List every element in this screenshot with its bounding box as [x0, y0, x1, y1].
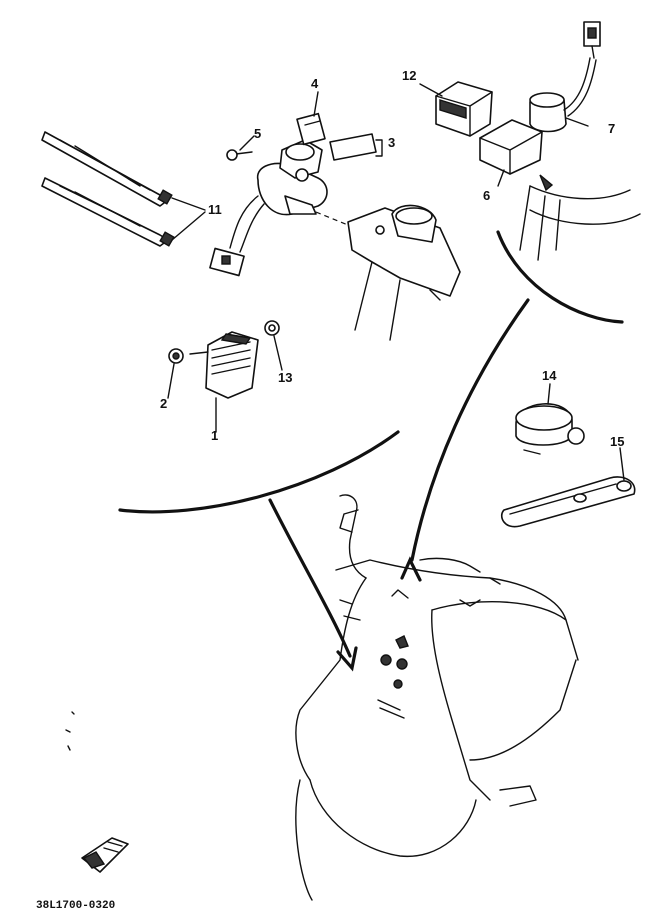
part-11-cable-ties[interactable]	[41, 131, 206, 247]
callout-3: 3	[388, 135, 395, 150]
part-2-bolt[interactable]	[168, 348, 184, 364]
part-6-cover[interactable]	[479, 119, 543, 175]
callout-13: 13	[278, 370, 292, 385]
diagram-code: 38L1700-0320	[36, 900, 115, 912]
callout-7: 7	[608, 121, 615, 136]
part-14-horn[interactable]	[515, 403, 585, 455]
callout-1: 1	[211, 428, 218, 443]
callout-labels: 1 2 3 4 5 6 7 11 12 13 14 15	[160, 68, 624, 449]
part-1-rectifier[interactable]	[189, 331, 259, 399]
callout-11: 11	[208, 202, 222, 217]
callout-2: 2	[160, 396, 167, 411]
mounting-bracket	[347, 204, 461, 341]
frame-tube	[519, 174, 641, 261]
callout-4: 4	[311, 76, 319, 91]
callout-14: 14	[542, 368, 557, 383]
part-12-relay[interactable]	[435, 81, 493, 137]
stray-marks	[65, 711, 75, 751]
callout-6: 6	[483, 188, 490, 203]
main-switch-assembly[interactable]	[209, 112, 383, 277]
part-7-flasher[interactable]	[529, 21, 601, 133]
part-15-bracket[interactable]	[500, 476, 636, 528]
callout-5: 5	[254, 126, 261, 141]
part-13-washer[interactable]	[264, 320, 280, 336]
front-direction-arrow-icon	[81, 837, 129, 873]
leader-lines	[167, 83, 625, 481]
scooter-outline	[295, 494, 579, 901]
group-brackets	[118, 230, 624, 672]
callout-15: 15	[610, 434, 624, 449]
callout-12: 12	[402, 68, 416, 83]
